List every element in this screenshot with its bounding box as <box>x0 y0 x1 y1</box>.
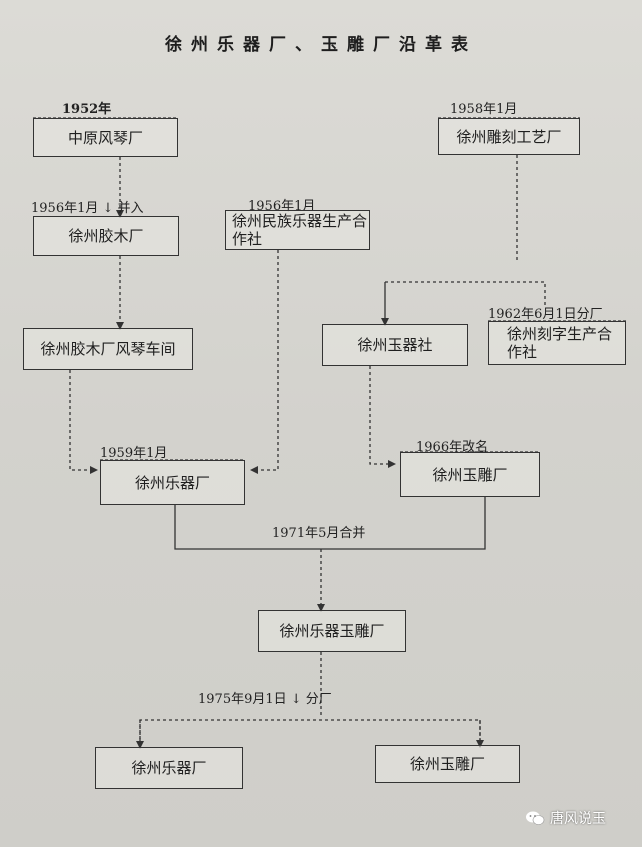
node-engraving-coop: 徐州刻字生产合作社 <box>488 321 626 365</box>
node-merged-factory: 徐州乐器玉雕厂 <box>258 610 406 652</box>
label-1971: 1971年5月合并 <box>272 526 366 541</box>
node-folk-instrument-coop: 徐州民族乐器生产合作社 <box>225 210 370 250</box>
node-carving-craft-factory: 徐州雕刻工艺厂 <box>438 118 580 155</box>
label-1958: 1958年1月 <box>450 102 518 117</box>
watermark: 唐风说玉 <box>525 808 606 828</box>
node-instrument-factory-1959: 徐州乐器厂 <box>100 460 245 505</box>
label-1952: 1952年 <box>62 102 112 117</box>
node-instrument-factory-final: 徐州乐器厂 <box>95 747 243 789</box>
node-jade-carving-factory-final: 徐州玉雕厂 <box>375 745 520 783</box>
wechat-icon <box>525 810 545 826</box>
node-bakelite-factory: 徐州胶木厂 <box>33 216 179 256</box>
node-jade-society: 徐州玉器社 <box>322 324 468 366</box>
label-1962: 1962年6月1日分厂 <box>488 307 603 322</box>
label-1975: 1975年9月1日 ↓ 分厂 <box>198 692 332 707</box>
label-1956-merge: 1956年1月 ↓ 并入 <box>31 201 144 216</box>
node-zhongyuan-organ-factory: 中原风琴厂 <box>33 118 178 157</box>
diagram-title: 徐州乐器厂、玉雕厂沿革表 <box>165 35 477 55</box>
node-organ-workshop: 徐州胶木厂风琴车间 <box>23 328 193 370</box>
node-jade-carving-factory-1966: 徐州玉雕厂 <box>400 452 540 497</box>
label-1959: 1959年1月 <box>100 446 168 461</box>
watermark-text: 唐风说玉 <box>550 811 606 827</box>
label-1966: 1966年改名 <box>416 440 489 455</box>
